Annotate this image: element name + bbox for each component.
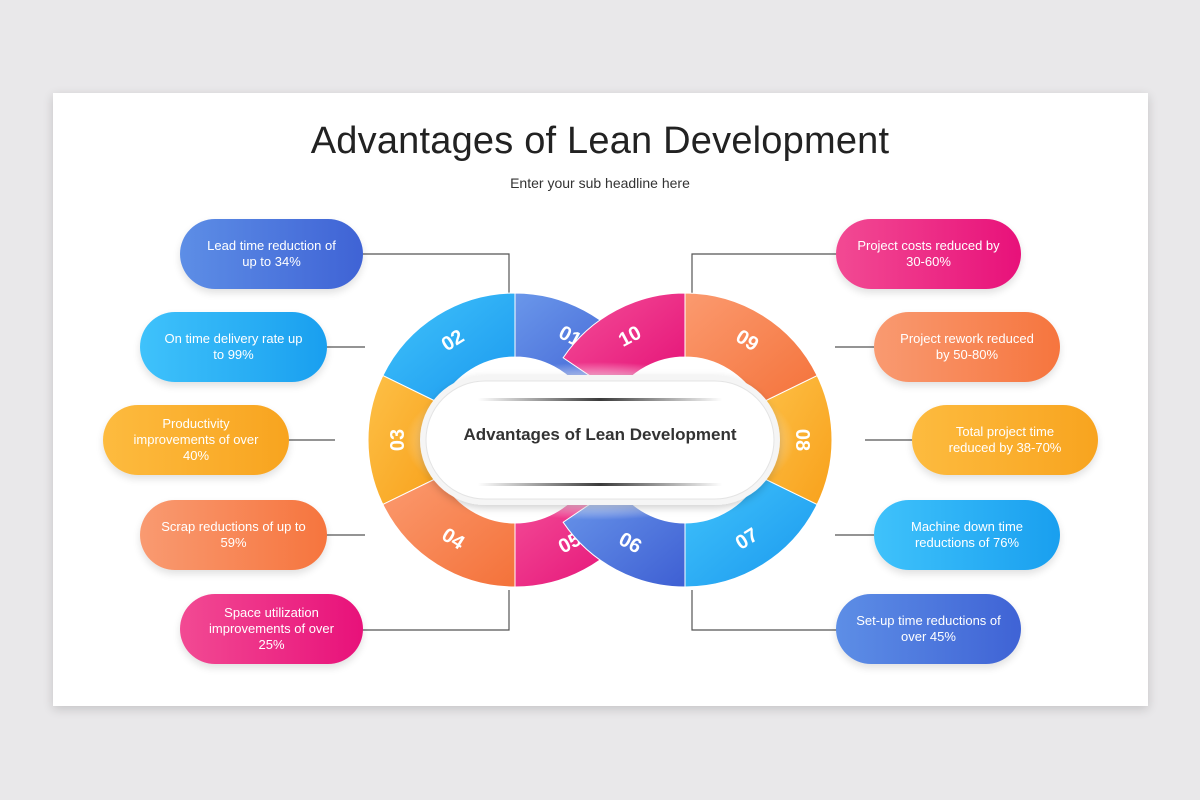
connector-05 — [362, 590, 510, 631]
segment-09 — [684, 292, 818, 405]
center-label: Advantages of Lean Development — [463, 425, 737, 444]
benefit-pill-10: Project costs reduced by 30-60% — [836, 219, 1021, 289]
slide-subtitle: Enter your sub headline here — [510, 175, 690, 191]
benefit-pill-05: Space utilization improvements of over 2… — [180, 594, 363, 664]
benefit-pill-03: Productivity improvements of over 40% — [103, 405, 289, 475]
center-bottom-bar — [478, 483, 722, 486]
connector-lines — [288, 253, 912, 631]
benefit-pill-08: Total project time reduced by 38-70% — [912, 405, 1098, 475]
benefit-pill-04: Scrap reductions of up to 59% — [140, 500, 327, 570]
slide-title: Advantages of Lean Development — [310, 120, 890, 162]
connector-01 — [362, 253, 510, 295]
segment-number-03: 03 — [387, 429, 409, 451]
benefit-pill-01: Lead time reduction of up to 34% — [180, 219, 363, 289]
benefit-pill-07: Machine down time reductions of 76% — [874, 500, 1060, 570]
segment-number-08: 08 — [791, 429, 813, 451]
center-capsule-inner — [425, 380, 775, 500]
benefit-pill-06: Set-up time reductions of over 45% — [836, 594, 1021, 664]
center-top-bar — [478, 398, 722, 401]
connector-10 — [691, 253, 837, 295]
benefit-pill-09: Project rework reduced by 50-80% — [874, 312, 1060, 382]
connector-06 — [691, 590, 837, 631]
benefit-pill-02: On time delivery rate up to 99% — [140, 312, 327, 382]
